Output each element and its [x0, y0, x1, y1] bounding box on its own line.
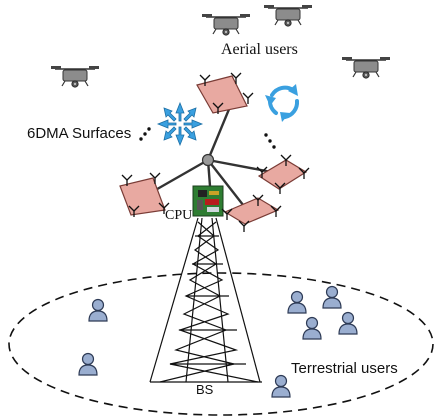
- bs-tower: [149, 217, 262, 383]
- bs-label: BS: [196, 382, 214, 397]
- more-surfaces-dots-right: [264, 133, 276, 149]
- drone-icon: [341, 56, 391, 79]
- 6dma-surface-right: [256, 154, 310, 195]
- 6dma-surface-bottom-right: [221, 194, 282, 233]
- 6dma-surface-top: [196, 72, 254, 115]
- person-icon: [322, 285, 342, 309]
- person-icon: [78, 352, 98, 376]
- drone-icon: [50, 65, 100, 88]
- terrestrial-users-label: Terrestrial users: [291, 360, 398, 377]
- translate-arrows-icon: [156, 101, 204, 147]
- 6dma-surface-left: [119, 172, 170, 218]
- 6dma-surfaces-label: 6DMA Surfaces: [27, 125, 132, 142]
- person-icon: [271, 374, 291, 398]
- surface-hub: [201, 153, 215, 167]
- terrestrial-coverage-area: [8, 272, 434, 416]
- person-icon: [88, 298, 108, 322]
- more-surfaces-dots-left: [139, 127, 151, 141]
- rotate-arrowheads: [265, 84, 298, 122]
- drone-icon: [263, 4, 313, 27]
- drone-icon: [201, 13, 251, 36]
- cpu-board-icon: [192, 185, 224, 217]
- person-icon: [302, 316, 322, 340]
- person-icon: [287, 290, 307, 314]
- aerial-users-label: Aerial users: [221, 41, 298, 58]
- cpu-label: CPU: [165, 208, 193, 223]
- person-icon: [338, 311, 358, 335]
